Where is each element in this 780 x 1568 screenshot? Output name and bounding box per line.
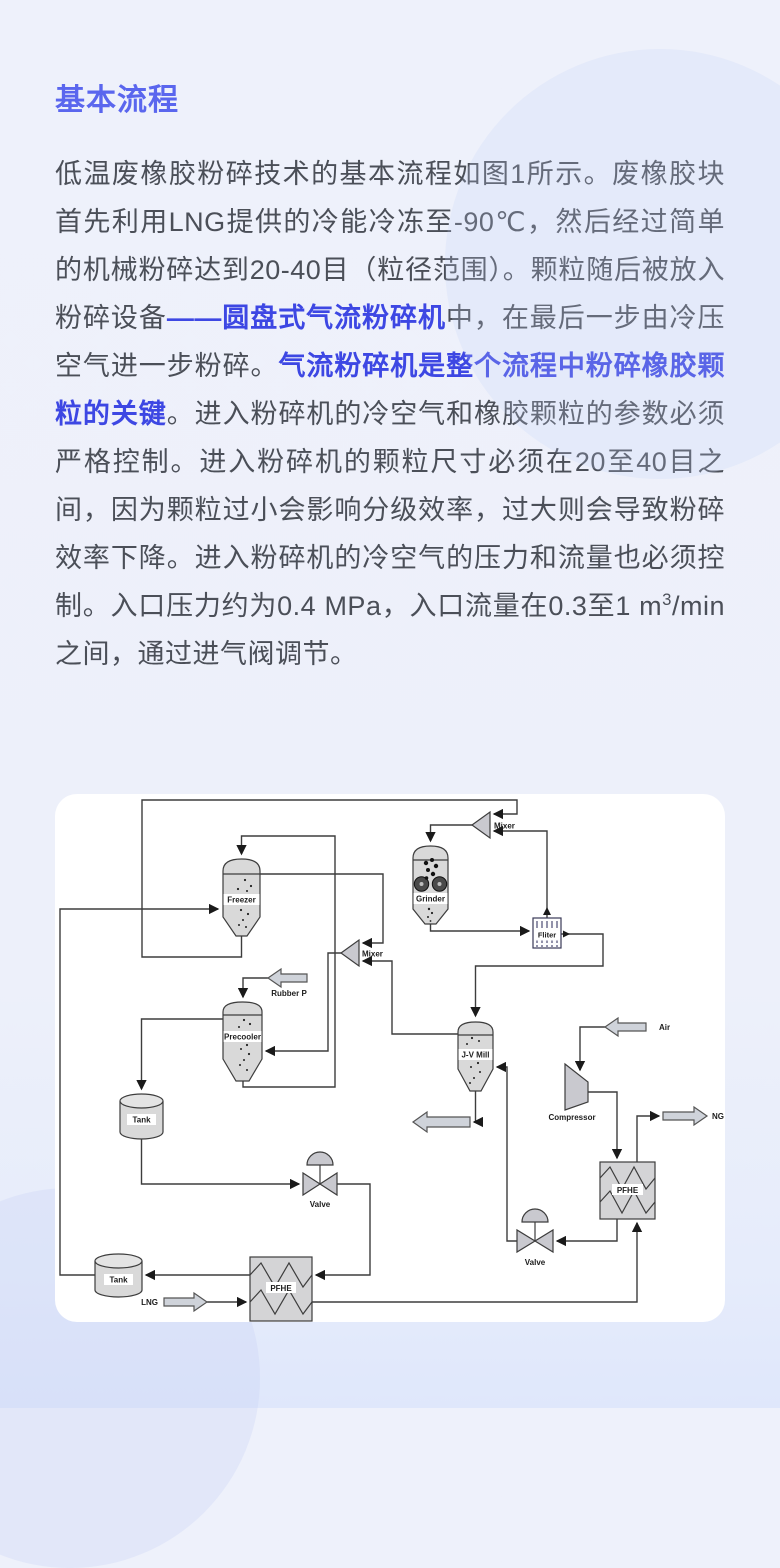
valve-left-body-r bbox=[318, 1171, 338, 1197]
line-pfhe-left-to-pfhe-right bbox=[312, 1221, 643, 1303]
page-title: 基本流程 bbox=[55, 84, 179, 117]
body-paragraph: 低温废橡胶粉碎技术的基本流程如图1所示。废橡胶块首先利用LNG提供的冷能冷冻至-… bbox=[55, 150, 725, 678]
text-segment: 低温废橡胶粉碎技术的基本流程如图1所示。废橡胶块首先利用LNG提供的冷能冷冻至-… bbox=[55, 159, 725, 333]
lng-in-arrow-icon bbox=[163, 1291, 209, 1313]
line-grinder-to-filter bbox=[429, 924, 531, 937]
rubber-in-label: Rubber P bbox=[271, 989, 307, 998]
mixer-mid-icon bbox=[339, 938, 360, 968]
grinder-label: Grinder bbox=[416, 895, 445, 904]
inline-keyword-link[interactable]: ——圆盘式气流粉碎机 bbox=[166, 303, 446, 333]
equipment bbox=[94, 810, 656, 1322]
tank-upper-label: Tank bbox=[132, 1116, 151, 1125]
flow-lines bbox=[59, 799, 661, 1308]
ng-out-arrow-icon bbox=[662, 1105, 709, 1127]
stream-arrows bbox=[163, 967, 709, 1313]
ng-out-label: NG bbox=[712, 1112, 724, 1121]
line-precooler-to-freezer bbox=[236, 835, 336, 1088]
line-pfhe-right-to-ng bbox=[636, 1110, 661, 1162]
pfhe-left-zigzag-top bbox=[249, 1261, 313, 1289]
pfhe-right-label: PFHE bbox=[617, 1186, 639, 1195]
mixer-top-label: Mixer bbox=[494, 822, 515, 831]
line-filter-to-mixer-top bbox=[492, 825, 548, 918]
valve-left-dome bbox=[306, 1151, 334, 1166]
text-segment: /min之间，通过进气阀调节。 bbox=[55, 591, 725, 669]
line-mill-to-mixer-mid bbox=[361, 955, 458, 1035]
product-out-arrow-icon bbox=[411, 1110, 471, 1134]
tank-lower-label: Tank bbox=[109, 1276, 128, 1285]
air-in-label: Air bbox=[659, 1023, 670, 1032]
line-valve1-to-pfhe-left bbox=[314, 1183, 371, 1281]
pfhe-right-zigzag-top bbox=[599, 1165, 656, 1191]
filter-up-arrowhead bbox=[543, 907, 551, 915]
pfhe-left-label: PFHE bbox=[270, 1284, 292, 1293]
compressor-label: Compressor bbox=[548, 1113, 595, 1122]
line-air-to-compressor bbox=[574, 1026, 605, 1072]
label-bands bbox=[104, 893, 643, 1293]
valve-left-body-l bbox=[302, 1171, 322, 1197]
line-precooler-to-tank1 bbox=[136, 1018, 223, 1091]
process-flow-diagram: Freezer Precooler Grinder J-V Mill Mixer… bbox=[59, 799, 724, 1322]
tank-lower-top bbox=[94, 1253, 143, 1269]
valve-right-body-r bbox=[533, 1228, 554, 1254]
valve-right-label: Valve bbox=[525, 1258, 546, 1267]
pfhe-right-zigzag-bottom bbox=[599, 1189, 656, 1215]
line-pfhe-right-to-valve2 bbox=[555, 1219, 618, 1247]
line-tank2-to-freezer bbox=[59, 903, 220, 1276]
line-freezer-loop-to-mixer-top bbox=[141, 799, 518, 958]
line-mixer-top-to-grinder bbox=[425, 824, 472, 843]
rubber-in-arrow-icon bbox=[266, 967, 308, 989]
valve-right-body-l bbox=[516, 1228, 537, 1254]
filter-elements bbox=[536, 921, 558, 947]
grinder-vessel bbox=[412, 845, 449, 925]
lng-in-label: LNG bbox=[141, 1298, 158, 1307]
process-flow-diagram-card: Freezer Precooler Grinder J-V Mill Mixer… bbox=[55, 794, 725, 1322]
line-rubber-to-precooler bbox=[237, 977, 268, 999]
superscript-text: 3 bbox=[662, 590, 672, 609]
text-segment: 。进入粉碎机的冷空气和橡胶颗粒的参数必须严格控制。进入粉碎机的颗粒尺寸必须在20… bbox=[55, 399, 726, 621]
air-in-arrow-icon bbox=[603, 1016, 647, 1038]
line-freezer-to-mixer-mid bbox=[260, 873, 384, 949]
inline-keyword-link[interactable]: 气流粉碎机是整个流程中粉碎橡胶颗粒的关键 bbox=[55, 351, 726, 429]
mixer-top-icon bbox=[470, 810, 491, 840]
filter-label: Fliter bbox=[538, 931, 556, 940]
line-compressor-to-pfhe-right bbox=[588, 1091, 623, 1160]
valve-right-dome bbox=[521, 1208, 549, 1223]
line-filter-to-mill bbox=[470, 933, 604, 1018]
compressor-icon bbox=[564, 1062, 589, 1111]
text-segment: 中，在最后一步由冷压空气进一步粉碎。 bbox=[55, 303, 726, 381]
line-mixer-mid-to-precooler bbox=[264, 952, 341, 1057]
line-mill-to-product bbox=[472, 1091, 484, 1128]
filter-out-arrowhead bbox=[563, 930, 570, 938]
line-tank1-to-valve1 bbox=[140, 1139, 301, 1190]
valve-left-label: Valve bbox=[310, 1200, 331, 1209]
pfhe-left-zigzag-bottom bbox=[249, 1288, 313, 1316]
jv-mill-label: J-V Mill bbox=[461, 1051, 489, 1060]
line-valve2-to-mill bbox=[495, 1061, 517, 1242]
freezer-label: Freezer bbox=[227, 896, 255, 905]
mixer-mid-label: Mixer bbox=[362, 950, 383, 959]
tank-upper-top bbox=[119, 1093, 164, 1109]
grinder-rollers bbox=[413, 858, 448, 892]
precooler-label: Precooler bbox=[224, 1033, 261, 1042]
particle-dots bbox=[236, 878, 481, 1084]
